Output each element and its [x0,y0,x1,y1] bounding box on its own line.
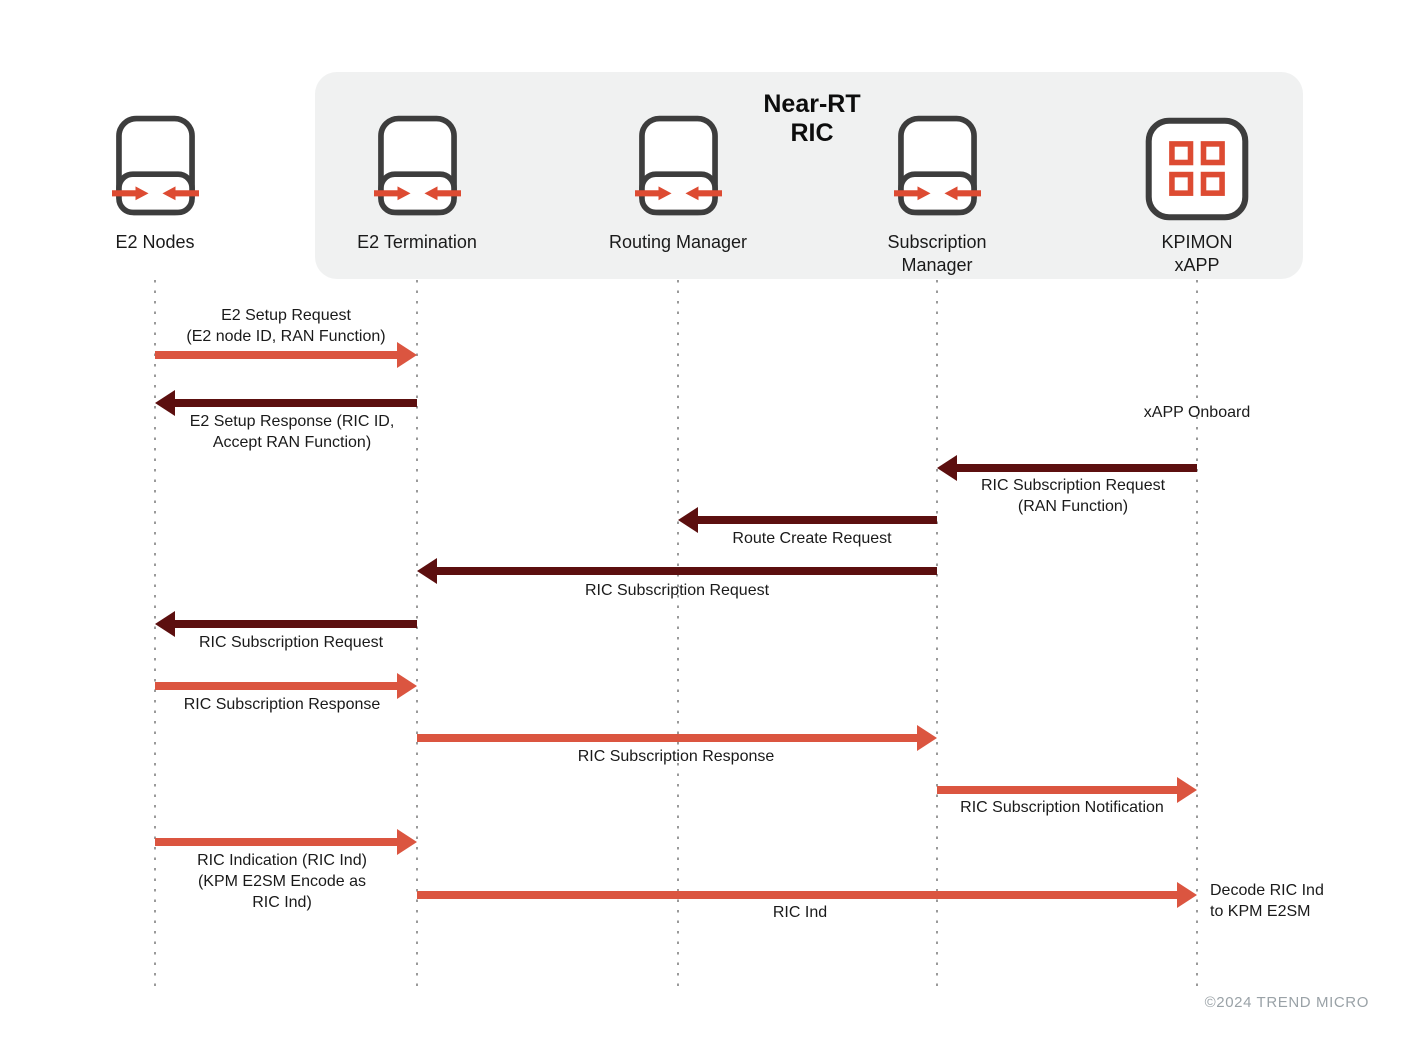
message-label: E2 Setup Response (RIC ID, Accept RAN Fu… [189,413,395,451]
message-label: RIC Subscription Response [577,748,775,765]
near-rt-ric-panel [315,72,1303,279]
entity-label-e2-nodes: E2 Nodes [115,232,195,252]
arrow-route-create-request [678,507,937,533]
message-label: RIC Subscription Notification [960,799,1164,816]
entity-label-routing-manager: Routing Manager [608,232,748,252]
apps-grid-icon [1145,117,1249,221]
inbox-sync-icon [374,115,461,216]
entity-label-e2-termination: E2 Termination [357,232,477,252]
lifeline-subscription-manager [936,280,938,992]
arrow-ric-indication [155,829,417,855]
message-label: RIC Subscription Request [584,582,770,599]
entity-label-kpimon-xapp: KPIMON xAPP [1161,232,1233,275]
inbox-sync-icon [635,115,722,216]
inbox-sync-icon [112,115,199,216]
message-label: RIC Subscription Request [198,634,384,651]
lifeline-routing-manager [677,280,679,992]
arrow-e2-setup-response [155,390,417,416]
copyright-text: ©2024 TREND MICRO [1204,994,1369,1011]
entity-label-subscription-manager: Subscription Manager [887,232,987,275]
arrow-ric-subscription-request-e2nodes [155,611,417,637]
arrow-ric-subscription-notification [937,777,1197,803]
arrow-ric-subscription-response-e2term [155,673,417,699]
annotation-decode-ric-ind: Decode RIC Ind to KPM E2SM [1210,882,1324,920]
arrow-ric-ind [417,882,1197,908]
arrow-ric-subscription-request-e2term [417,558,937,584]
lifeline-e2-termination [416,280,418,992]
arrow-ric-subscription-request-ran [937,455,1197,481]
inbox-sync-icon [894,115,981,216]
message-label: E2 Setup Request (E2 node ID, RAN Functi… [186,307,386,345]
arrow-e2-setup-request [155,342,417,368]
arrow-ric-subscription-response-submgr [417,725,937,751]
message-label: RIC Subscription Response [183,696,381,713]
annotation-xapp-onboard: xAPP Onboard [1143,404,1251,421]
panel-title: Near-RT RIC [763,90,861,147]
message-label: RIC Subscription Request (RAN Function) [980,477,1166,515]
message-label: RIC Ind [772,904,828,921]
message-label: Route Create Request [732,530,892,547]
message-label: RIC Indication (RIC Ind) (KPM E2SM Encod… [197,852,367,911]
lifeline-kpimon-xapp [1196,280,1198,992]
